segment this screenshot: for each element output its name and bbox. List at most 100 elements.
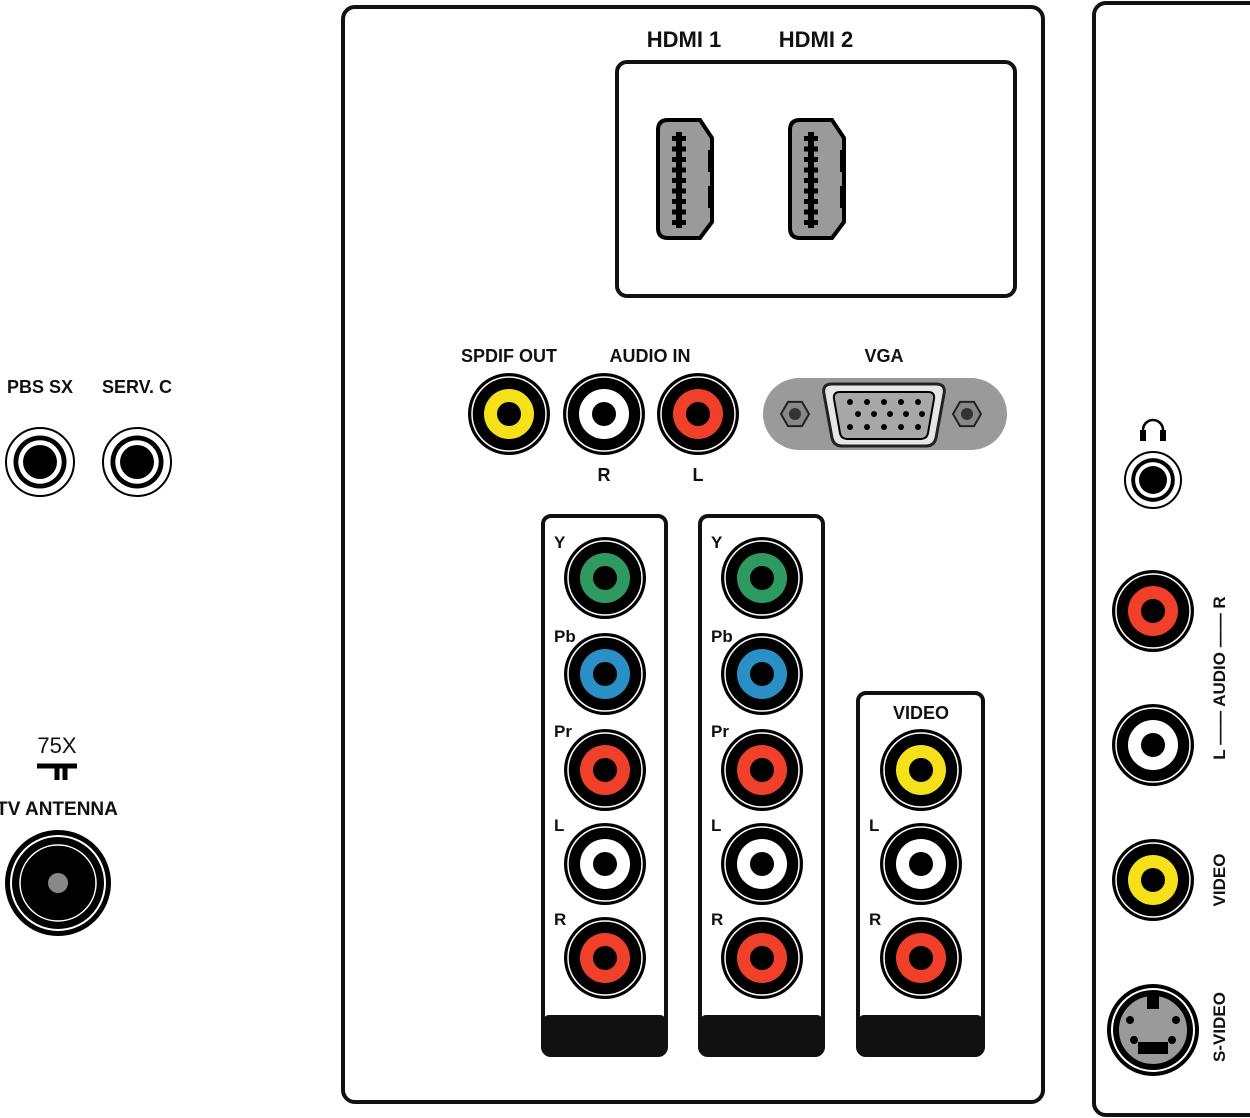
- side-audio-l-jack[interactable]: [1112, 704, 1194, 786]
- vga-pin: [898, 399, 904, 405]
- hdmi-pin: [672, 136, 686, 141]
- serv-c-jack[interactable]: [102, 427, 172, 497]
- jack-highlight-ring: [724, 826, 800, 902]
- av1-video-label: VIDEO: [893, 703, 949, 723]
- jack-center-pin: [909, 852, 933, 876]
- jack-center-pin: [750, 566, 774, 590]
- hdmi-pin: [804, 157, 818, 162]
- audio-r-label: R: [598, 465, 611, 485]
- av1-label-l: L: [869, 816, 879, 835]
- jack-highlight-ring: [883, 920, 959, 996]
- vga-pin: [864, 399, 870, 405]
- antenna-center-pin: [48, 873, 68, 893]
- audio-l-label: L: [693, 465, 704, 485]
- av1-l-jack[interactable]: [880, 823, 962, 905]
- svideo-pin: [1126, 1016, 1134, 1024]
- headphone-icon: [1140, 418, 1166, 441]
- headphone-cup: [1160, 430, 1166, 441]
- svideo-slot: [1138, 1042, 1168, 1054]
- cvi2-l-jack[interactable]: [721, 823, 803, 905]
- cvi2-label-pr: Pr: [711, 722, 729, 741]
- hdmi-pin: [672, 209, 686, 215]
- jack-center-pin: [750, 758, 774, 782]
- av1-r-jack[interactable]: [880, 917, 962, 999]
- cvi2-title: CVI-2: [731, 1023, 792, 1050]
- cvi1-l-jack[interactable]: [564, 823, 646, 905]
- cvi2-label-y: Y: [711, 533, 723, 552]
- hdmi-pin: [672, 220, 686, 225]
- hdmi-notch: [840, 150, 844, 172]
- cvi1-label-pr: Pr: [554, 722, 572, 741]
- jack-highlight-ring: [566, 376, 642, 452]
- side-video-jack[interactable]: [1112, 839, 1194, 921]
- vga-pin: [915, 424, 921, 430]
- hdmi-pin: [672, 199, 686, 204]
- audio-in-r-jack[interactable]: [563, 373, 645, 455]
- vga-pin: [881, 399, 887, 405]
- hdmi-pin: [672, 178, 686, 183]
- cvi2-pr-jack[interactable]: [721, 729, 803, 811]
- side-audio-r-jack[interactable]: [1112, 570, 1194, 652]
- spdif-out-jack[interactable]: [468, 373, 550, 455]
- hdmi-pin: [672, 167, 686, 173]
- side-audio-label: L —— AUDIO —— R: [1210, 596, 1229, 759]
- side-panel: [1092, 1, 1250, 1117]
- tv-antenna-connector[interactable]: [5, 830, 111, 936]
- jack-highlight-ring: [567, 636, 643, 712]
- jack-center-pin: [686, 402, 710, 426]
- jack-highlight-ring: [883, 826, 959, 902]
- hdmi1-port[interactable]: [656, 118, 714, 240]
- serv-c-label: SERV. C: [102, 377, 172, 397]
- svideo-key: [1147, 993, 1159, 1009]
- pbs-sx-label: PBS SX: [7, 377, 73, 397]
- jack-center-pin: [497, 402, 521, 426]
- jack-highlight-ring: [471, 376, 547, 452]
- vga-socket: [832, 391, 936, 440]
- spdif-out-label: SPDIF OUT: [461, 346, 557, 366]
- cvi2-pb-jack[interactable]: [721, 633, 803, 715]
- cvi2-r-jack[interactable]: [721, 917, 803, 999]
- hdmi-pin: [804, 199, 818, 204]
- cvi1-pr-jack[interactable]: [564, 729, 646, 811]
- jack-highlight-ring: [567, 826, 643, 902]
- vga-pin: [887, 411, 893, 417]
- jack-center-pin: [593, 566, 617, 590]
- hdmi2-port[interactable]: [788, 118, 846, 240]
- antenna-symbol-icon: [37, 763, 77, 780]
- cvi1-pb-jack[interactable]: [564, 633, 646, 715]
- s-video-port[interactable]: [1107, 984, 1199, 1076]
- vga-port[interactable]: [763, 378, 1007, 450]
- jack-highlight-ring: [1115, 573, 1191, 649]
- av1-label-r: R: [869, 910, 881, 929]
- pbs-sx-jack[interactable]: [5, 427, 75, 497]
- vga-screw-hole: [961, 408, 973, 420]
- hdmi-pin: [804, 178, 818, 183]
- jack-center-pin: [750, 662, 774, 686]
- audio-in-l-jack[interactable]: [657, 373, 739, 455]
- jack-center-pin: [593, 758, 617, 782]
- headphone-jack[interactable]: [1124, 451, 1182, 509]
- cvi1-label-pb: Pb: [554, 627, 576, 646]
- side-svideo-label: S-VIDEO: [1210, 992, 1229, 1062]
- vga-pin: [898, 424, 904, 430]
- cvi1-y-jack[interactable]: [564, 537, 646, 619]
- jack-highlight-ring: [567, 732, 643, 808]
- av1-video-jack[interactable]: [880, 729, 962, 811]
- cvi1-r-jack[interactable]: [564, 917, 646, 999]
- antenna-ring-inner: [19, 844, 97, 922]
- vga-pin: [855, 411, 861, 417]
- cvi1-label-l: L: [554, 816, 564, 835]
- jack-center-pin: [750, 946, 774, 970]
- jack-center-pin: [593, 852, 617, 876]
- jack-center-pin: [909, 758, 933, 782]
- jack-center-pin: [750, 852, 774, 876]
- hdmi2-label: HDMI 2: [779, 27, 854, 52]
- hdmi-notch: [708, 150, 712, 172]
- jack-hole: [23, 445, 57, 479]
- cvi2-y-jack[interactable]: [721, 537, 803, 619]
- jack-center-pin: [1141, 599, 1165, 623]
- jack-highlight-ring: [724, 732, 800, 808]
- impedance-label: 75X: [37, 733, 76, 758]
- jack-highlight-ring: [1115, 842, 1191, 918]
